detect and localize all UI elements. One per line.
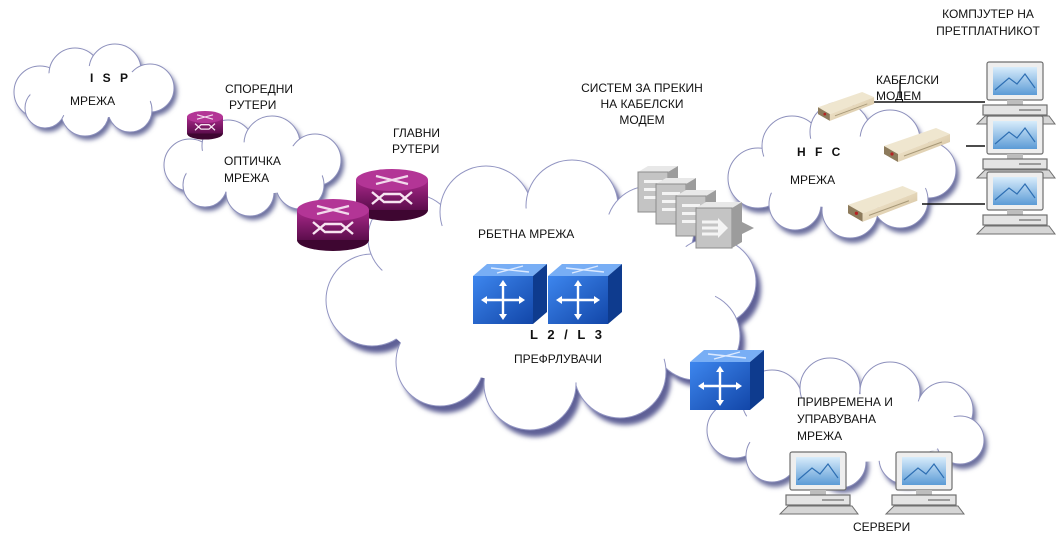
switches-label: ПРЕФРЛУВАЧИ [514,352,602,366]
cmts-label-line1: СИСТЕМ ЗА ПРЕКИН [581,81,703,95]
hfc-title: H F C [797,145,844,159]
cmts-label-line3: МОДЕМ [619,113,665,127]
management-network-label-line1: ПРИВРЕМЕНА И [797,395,893,409]
management-cloud [706,357,987,493]
cable-modem-label-line1: КАБЕЛСКИ [876,73,940,87]
optical-network-label-line1: ОПТИЧКА [224,154,281,168]
cable-modem-label-line2: МОДЕМ [876,89,922,103]
l2-l3-switch-2 [546,262,624,326]
isp-network-label: МРЕЖА [70,94,116,108]
hfc-network-label: МРЕЖА [790,173,836,187]
subscriber-pc-label-line1: КОМПЈУТЕР НА [942,7,1034,21]
isp-title: I S P [90,71,132,85]
backbone-network-label: РБЕТНА МРЕЖА [478,227,575,241]
servers-label: СЕРВЕРИ [853,520,911,534]
management-switch [688,348,766,412]
core-routers-label-line2: РУТЕРИ [392,142,440,156]
connection-lines [866,80,985,205]
subscriber-pc-3 [976,171,1056,235]
switch-layer-label: L 2 / L 3 [530,327,605,342]
edge-router [186,110,224,141]
backbone-cloud [325,159,761,437]
subscriber-pc-1 [976,61,1056,125]
l2-l3-switch-1 [471,262,549,326]
server-1 [779,451,859,515]
server-2 [885,451,965,515]
management-network-label-line3: МРЕЖА [797,429,843,443]
subscriber-pc-2 [976,115,1056,179]
management-network-label-line2: УПРАВУВАНА [797,412,876,426]
optical-network-label-line2: МРЕЖА [224,171,270,185]
cmts-chassis [637,165,754,249]
edge-routers-label-line2: РУТЕРИ [229,98,277,112]
isp-cloud [13,43,177,140]
cmts-label-line2: НА КАБЕЛСКИ [600,97,684,111]
core-routers-label-line1: ГЛАВНИ [393,126,440,140]
edge-routers-label-line1: СПОРЕДНИ [225,82,294,96]
core-router-front [295,197,371,253]
hfc-cloud [727,101,959,243]
subscriber-pc-label-line2: ПРЕТПЛАТНИКОТ [936,24,1040,38]
